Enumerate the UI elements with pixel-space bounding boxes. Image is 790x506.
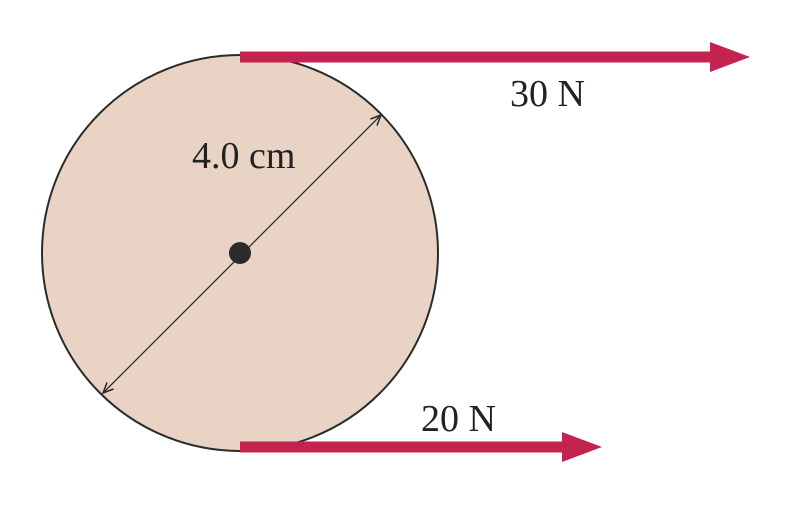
force-label-top: 30 N — [510, 73, 585, 115]
force-arrow-top — [240, 42, 750, 72]
force-label-bottom: 20 N — [421, 398, 496, 440]
force-arrow-bottom — [240, 432, 602, 462]
axle-dot — [229, 242, 251, 264]
force-arrow-bottom-shaft — [240, 441, 568, 453]
force-arrow-bottom-head — [562, 432, 602, 462]
force-arrow-top-shaft — [240, 51, 715, 63]
diameter-label: 4.0 cm — [192, 135, 295, 177]
force-arrow-top-head — [710, 42, 750, 72]
